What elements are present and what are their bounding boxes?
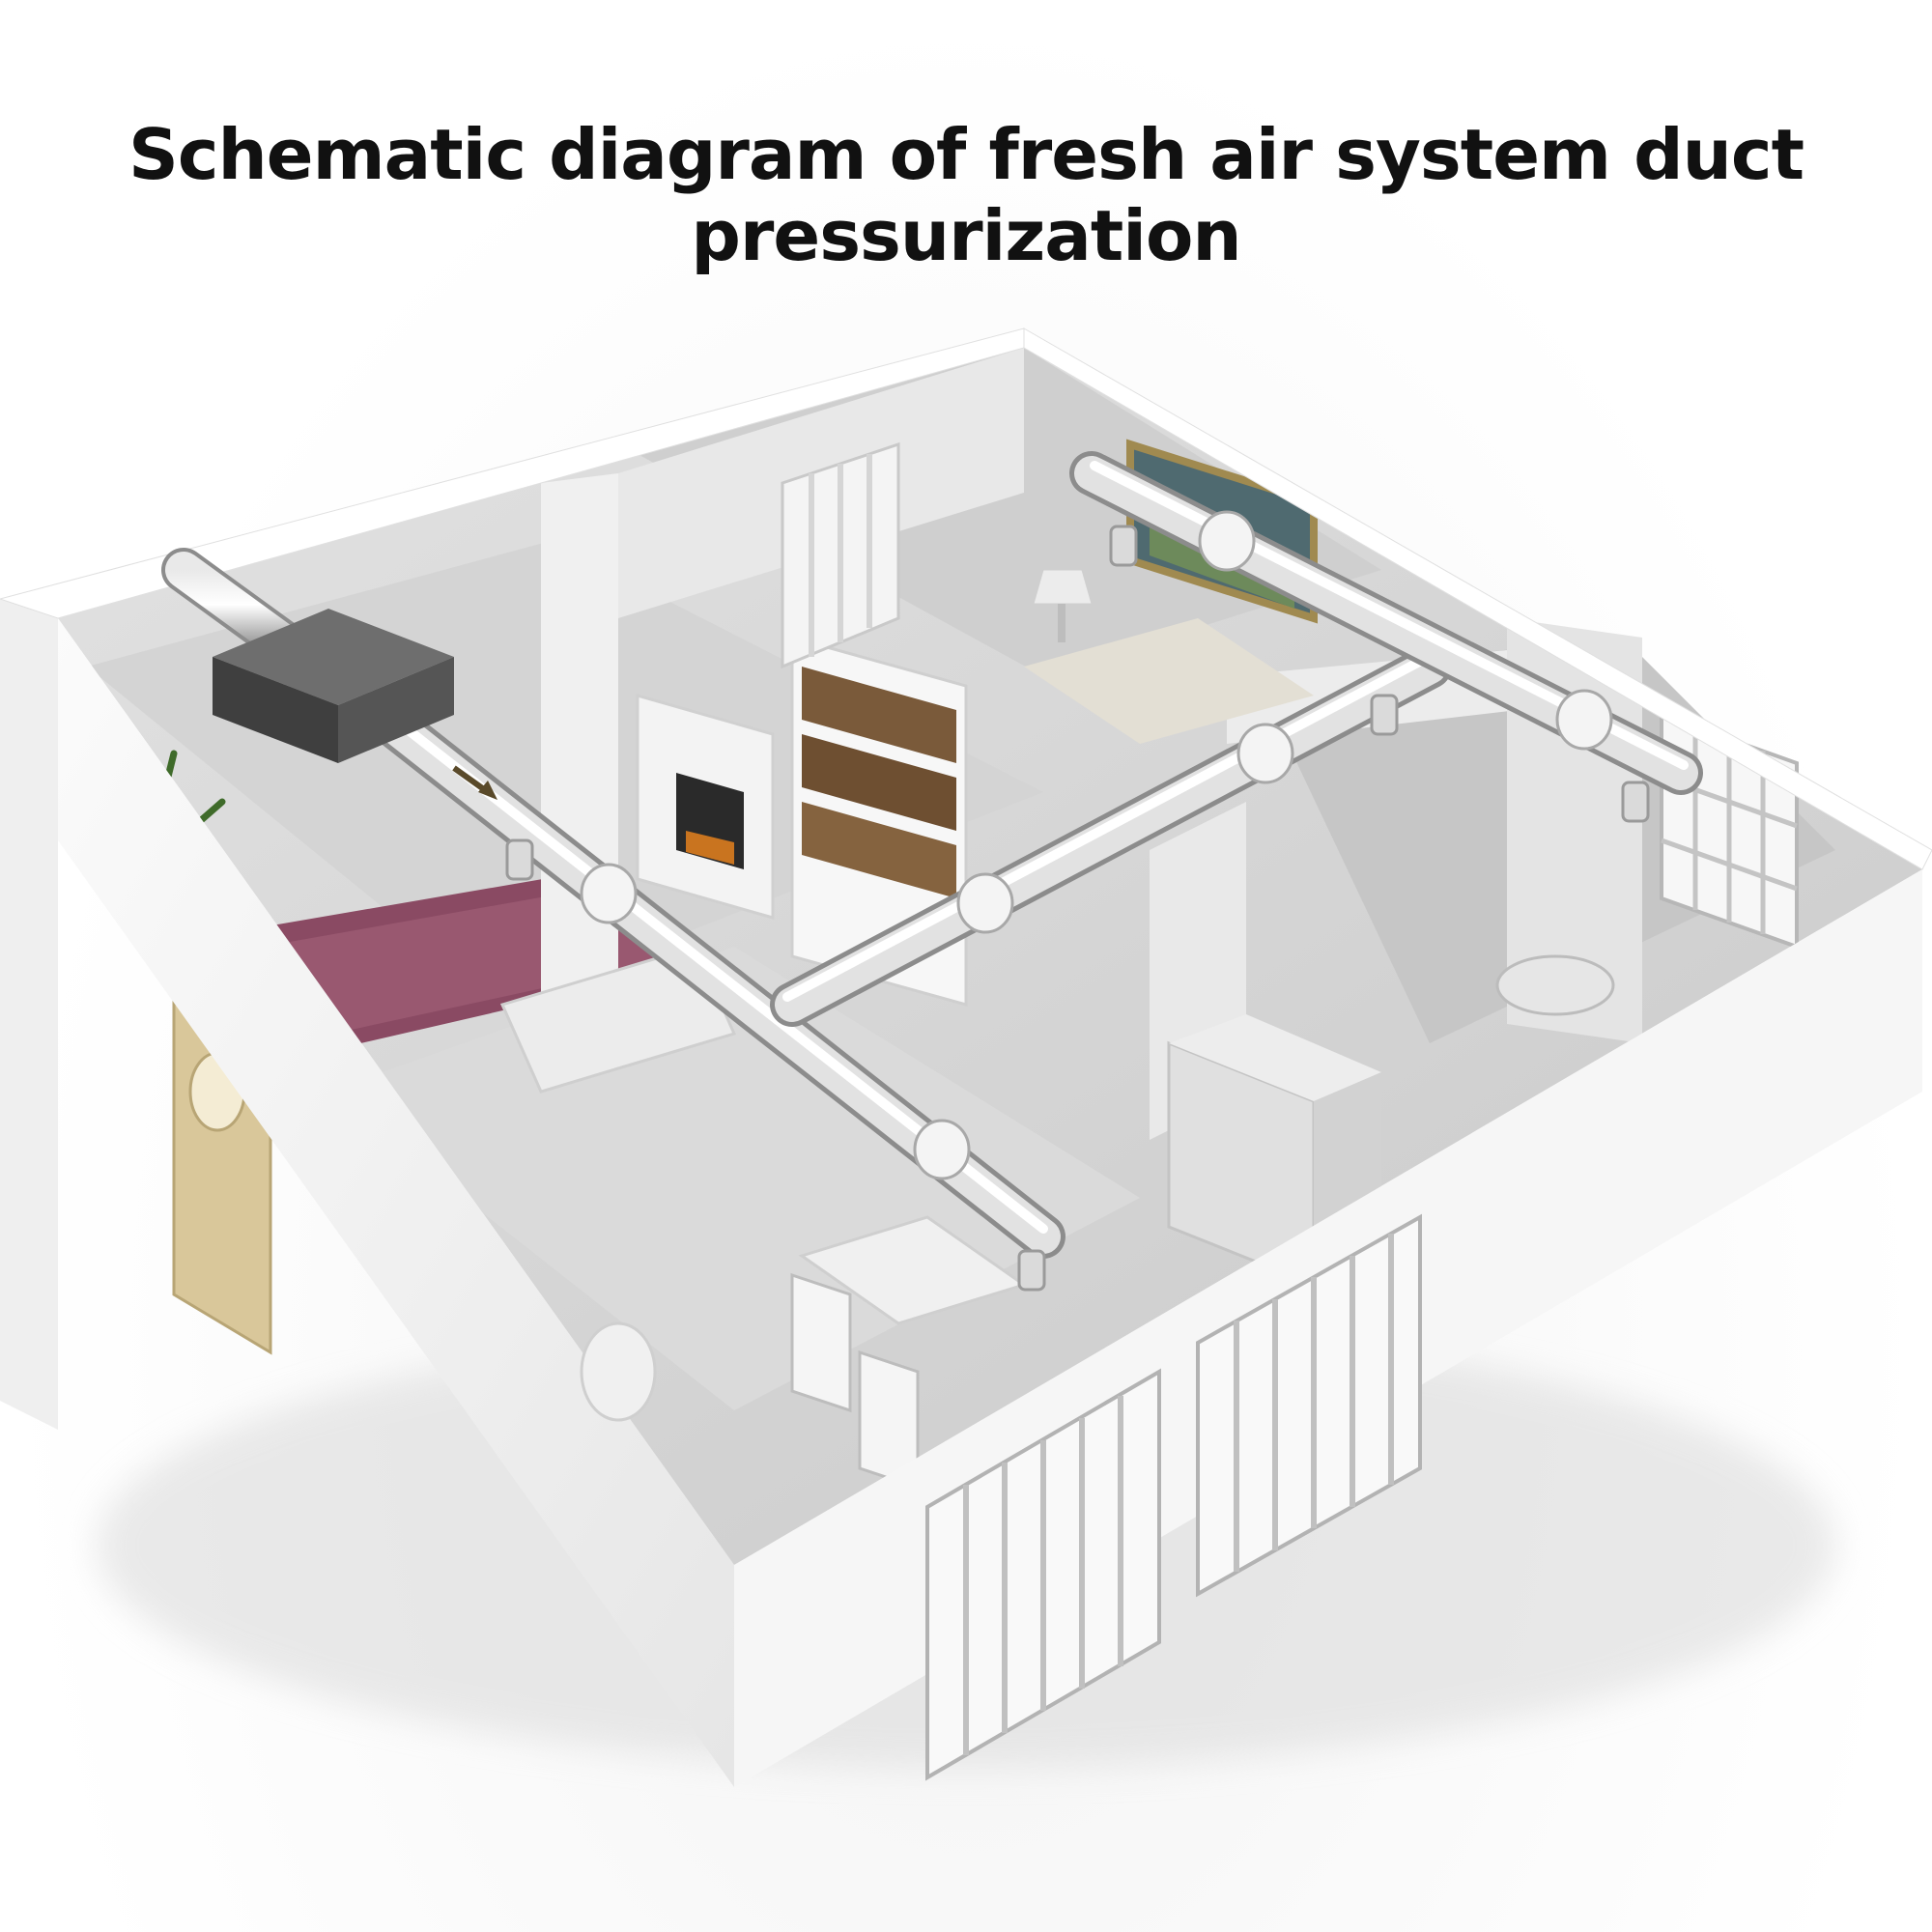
bedroom-bed — [1024, 618, 1314, 744]
ceiling-diffuser-icon — [1109, 525, 1138, 567]
fresh-air-unit-box — [213, 609, 454, 763]
ceiling-diffuser-icon — [1370, 694, 1399, 736]
duct-pressure-collars — [580, 510, 1613, 1180]
ceiling-diffuser-icon — [1017, 1249, 1046, 1292]
diagram-title: Schematic diagram of fresh air system du… — [128, 114, 1804, 276]
sofa — [499, 945, 737, 1094]
outer-wall-front-left — [58, 618, 734, 1787]
ceiling-diffuser-icon — [505, 838, 534, 881]
airflow-arrow-icon — [452, 765, 497, 800]
dining-lamp — [580, 1321, 657, 1422]
outer-wall-top-right — [1023, 327, 1932, 870]
dining-chairs — [790, 1215, 1028, 1491]
outer-wall-left — [0, 599, 58, 1430]
ceiling-diffuser-icon — [1621, 781, 1650, 823]
front-windows — [925, 1213, 1422, 1781]
interior-wall-divider — [541, 473, 618, 1005]
bedroom-lamp — [1033, 569, 1093, 642]
vent-drops — [505, 525, 1650, 1292]
bedroom-window — [781, 441, 900, 669]
toilet — [1495, 954, 1615, 1016]
bookshelf — [790, 636, 968, 1007]
fireplace — [636, 694, 775, 920]
